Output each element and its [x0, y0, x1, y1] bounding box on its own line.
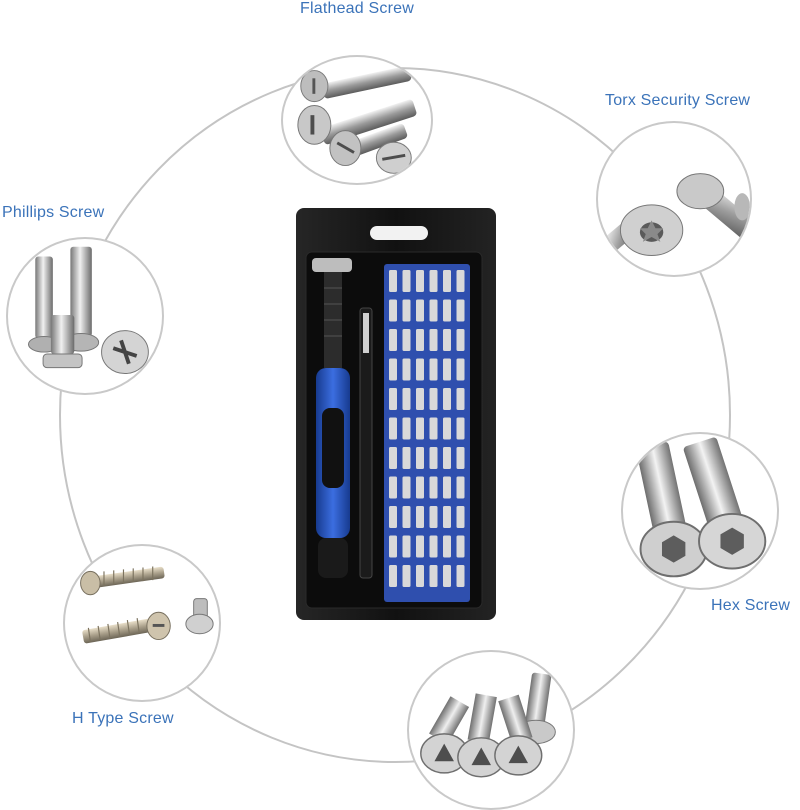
screwdriver-bit	[443, 447, 451, 469]
screwdriver-bit	[389, 417, 397, 440]
h-type-screw-photo	[63, 544, 221, 702]
flathead-screw-label: Flathead Screw	[300, 0, 414, 17]
screwdriver-bit	[416, 270, 424, 292]
screwdriver-bit	[429, 329, 438, 351]
hex-screw-label: Hex Screw	[711, 597, 791, 614]
screwdriver-bit	[416, 476, 424, 499]
screwdriver-bit	[416, 329, 424, 351]
screwdriver-bit	[429, 476, 438, 499]
screwdriver-bit	[443, 270, 451, 292]
screwdriver-bit	[389, 358, 397, 381]
screwdriver-bit	[389, 447, 397, 469]
screwdriver-bit	[456, 506, 465, 528]
screwdriver-bit	[429, 270, 438, 292]
screwdriver-bit	[416, 447, 424, 469]
screwdriver-bit	[389, 476, 397, 499]
screwdriver-bit	[416, 358, 424, 381]
screwdriver-bit	[402, 358, 411, 381]
screwdriver-bit	[429, 299, 438, 322]
screwdriver-bit	[389, 299, 397, 322]
screwdriver-bit	[402, 329, 411, 351]
screwdriver-bit	[456, 388, 465, 410]
screwdriver-bit	[429, 417, 438, 440]
screwdriver-bit	[389, 270, 397, 292]
screwdriver-bit	[402, 535, 411, 558]
screwdriver-bit	[389, 506, 397, 528]
screwdriver-bit	[389, 535, 397, 558]
triangle-screw-photo	[407, 650, 575, 810]
screwdriver-bit	[429, 535, 438, 558]
screwdriver-bit	[456, 565, 465, 587]
screwdriver-bit	[456, 535, 465, 558]
screwdriver-bit	[456, 476, 465, 499]
screwdriver-bit	[429, 358, 438, 381]
screwdriver-bit	[443, 535, 451, 558]
phillips-screw-label: Phillips Screw	[2, 204, 105, 221]
screwdriver-bit	[429, 565, 438, 587]
screwdriver-bit	[402, 447, 411, 469]
screwdriver-bit	[402, 565, 411, 587]
screwdriver-bit	[402, 506, 411, 528]
screwdriver-bit	[456, 447, 465, 469]
screwdriver-bit	[443, 358, 451, 381]
screwdriver-bit	[429, 388, 438, 410]
screwdriver-bit	[416, 506, 424, 528]
screwdriver-bit	[402, 476, 411, 499]
screwdriver-bit	[389, 388, 397, 410]
screwdriver-bit	[402, 417, 411, 440]
screwdriver-bit	[456, 270, 465, 292]
screwdriver-bit	[456, 329, 465, 351]
screwdriver-bit	[429, 447, 438, 469]
screwdriver-bit	[456, 358, 465, 381]
screwdriver-bit	[416, 417, 424, 440]
screwdriver-bit	[456, 299, 465, 322]
screwdriver-bit	[402, 388, 411, 410]
screwdriver-bit	[443, 417, 451, 440]
screwdriver-kit-case	[296, 208, 496, 620]
screwdriver-bit	[429, 506, 438, 528]
screwdriver-bit	[402, 270, 411, 292]
screwdriver-bit	[443, 506, 451, 528]
h-type-screw-label: H Type Screw	[72, 710, 174, 727]
screwdriver-bit	[443, 329, 451, 351]
screwdriver-bit	[443, 388, 451, 410]
screwdriver-bit	[389, 329, 397, 351]
screwdriver-bit	[443, 476, 451, 499]
screwdriver-bit	[389, 565, 397, 587]
screwdriver-bit	[416, 535, 424, 558]
screwdriver-bit	[416, 299, 424, 322]
screwdriver-bit	[456, 417, 465, 440]
hex-screw-photo	[621, 432, 779, 590]
screwdriver-bit	[416, 565, 424, 587]
screwdriver-bit	[416, 388, 424, 410]
screwdriver-bit	[443, 299, 451, 322]
flathead-screw-photo	[281, 55, 433, 185]
screwdriver-bit	[443, 565, 451, 587]
phillips-screw-photo	[6, 237, 164, 395]
torx-security-screw-label: Torx Security Screw	[605, 92, 751, 109]
torx-security-screw-photo	[596, 121, 752, 277]
screwdriver-bit	[402, 299, 411, 322]
